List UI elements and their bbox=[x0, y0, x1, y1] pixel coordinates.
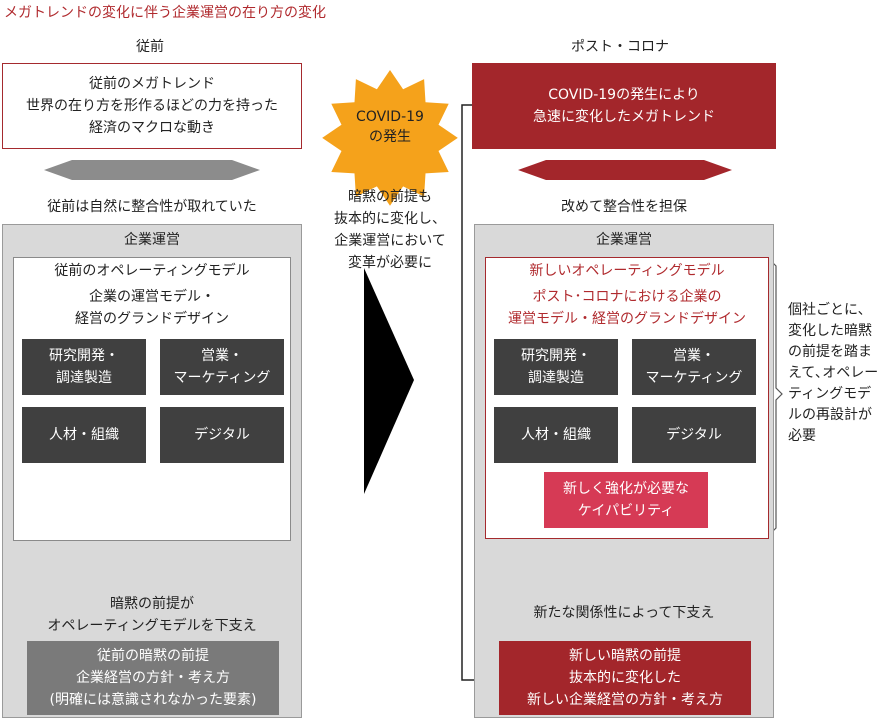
premise-line: 企業経営の方針・考え方 bbox=[76, 670, 230, 686]
right-consistency-text: 改めて整合性を担保 bbox=[561, 199, 687, 215]
tile-digital: デジタル bbox=[632, 407, 756, 463]
right-operations-panel: 企業運営 新しいオペレーティングモデル ポスト･コロナにおける企業の 運営モデル… bbox=[474, 224, 774, 718]
tile-line: デジタル bbox=[666, 427, 722, 443]
diagram-title: メガトレンドの変化に伴う企業運営の在り方の変化 bbox=[4, 5, 326, 21]
tile-line: 営業・ bbox=[673, 348, 715, 364]
side-note-line: 変化した暗黙 bbox=[788, 323, 872, 339]
op-model-title: 新しいオペレーティングモデル bbox=[529, 263, 725, 279]
megatrend-line: 急速に変化したメガトレンド bbox=[533, 109, 715, 125]
side-note-line: 個社ごとに、 bbox=[788, 302, 872, 318]
tile-line: 人材・組織 bbox=[49, 427, 119, 443]
tile-line: 調達製造 bbox=[56, 370, 112, 386]
capability-line: ケイパビリティ bbox=[577, 503, 675, 519]
side-note-line: えて､オペレー bbox=[788, 365, 879, 381]
tile-rnd: 研究開発・ 調達製造 bbox=[22, 339, 146, 395]
op-model-line: 経営のグランドデザイン bbox=[75, 311, 229, 327]
support-line: 暗黙の前提が bbox=[110, 596, 194, 612]
premise-line: (明確には意識されなかった要素) bbox=[49, 692, 257, 708]
left-megatrend-box: 従前のメガトレンド 世界の在り方を形作るほどの力を持った 経済のマクロな動き bbox=[2, 63, 302, 149]
side-note-bracket bbox=[767, 257, 783, 537]
covid-label: COVID-19 の発生 bbox=[340, 104, 440, 150]
right-heading: ポスト・コロナ bbox=[571, 39, 669, 55]
tile-hr: 人材・組織 bbox=[22, 407, 146, 463]
left-premise-box: 従前の暗黙の前提 企業経営の方針・考え方 (明確には意識されなかった要素) bbox=[27, 641, 279, 715]
premise-line: 従前の暗黙の前提 bbox=[97, 648, 209, 664]
covid-starburst bbox=[322, 70, 458, 206]
tile-line: 研究開発・ bbox=[521, 348, 591, 364]
megatrend-line: 従前のメガトレンド bbox=[89, 76, 215, 92]
left-support-text: 暗黙の前提が オペレーティングモデルを下支え bbox=[3, 593, 301, 637]
left-consistency-arrow bbox=[44, 160, 260, 180]
op-model-text: 従前のオペレーティングモデル 企業の運営モデル・ 経営のグランドデザイン bbox=[14, 260, 290, 330]
capability-line: 新しく強化が必要な bbox=[563, 481, 689, 497]
transition-arrow bbox=[364, 268, 414, 494]
megatrend-line: 世界の在り方を形作るほどの力を持った bbox=[26, 98, 278, 114]
left-consistency-text: 従前は自然に整合性が取れていた bbox=[47, 199, 257, 215]
right-premise-box: 新しい暗黙の前提 抜本的に変化した 新しい企業経営の方針・考え方 bbox=[499, 641, 751, 715]
covid-line: COVID-19 bbox=[356, 109, 424, 125]
op-model-text: 新しいオペレーティングモデル ポスト･コロナにおける企業の 運営モデル・経営のグ… bbox=[486, 260, 768, 330]
op-model-line: 企業の運営モデル・ bbox=[89, 289, 215, 305]
premise-line: 新しい暗黙の前提 bbox=[569, 648, 681, 664]
right-megatrend-box: COVID-19の発生により 急速に変化したメガトレンド bbox=[472, 63, 776, 149]
left-operations-panel: 企業運営 従前のオペレーティングモデル 企業の運営モデル・ 経営のグランドデザイ… bbox=[2, 224, 302, 718]
op-model-line: ポスト･コロナにおける企業の bbox=[532, 289, 722, 305]
tile-digital: デジタル bbox=[160, 407, 284, 463]
op-model-title: 従前のオペレーティングモデル bbox=[54, 263, 250, 279]
premise-line: 抜本的に変化した bbox=[569, 670, 681, 686]
tile-sales: 営業・ マーケティング bbox=[160, 339, 284, 395]
panel-label: 企業運営 bbox=[124, 232, 180, 248]
side-note: 個社ごとに、 変化した暗黙 の前提を踏ま えて､オペレー ティングモデ ルの再設… bbox=[788, 300, 883, 447]
megatrend-line: COVID-19の発生により bbox=[548, 87, 700, 103]
tile-line: マーケティング bbox=[645, 370, 743, 386]
change-line: 暗黙の前提も bbox=[348, 189, 432, 205]
capability-tile: 新しく強化が必要な ケイパビリティ bbox=[544, 472, 708, 528]
support-line: オペレーティングモデルを下支え bbox=[47, 618, 257, 634]
tile-line: マーケティング bbox=[173, 370, 271, 386]
right-consistency-arrow bbox=[518, 160, 732, 180]
panel-label: 企業運営 bbox=[596, 232, 652, 248]
covid-line: の発生 bbox=[369, 129, 411, 145]
side-note-line: ルの再設計が bbox=[788, 407, 872, 423]
change-line: 変革が必要に bbox=[348, 255, 432, 271]
megatrend-line: 経済のマクロな動き bbox=[89, 120, 215, 136]
premise-line: 新しい企業経営の方針・考え方 bbox=[527, 692, 723, 708]
tile-sales: 営業・ マーケティング bbox=[632, 339, 756, 395]
tile-line: デジタル bbox=[194, 427, 250, 443]
right-op-model-box: 新しいオペレーティングモデル ポスト･コロナにおける企業の 運営モデル・経営のグ… bbox=[485, 257, 769, 539]
left-op-model-box: 従前のオペレーティングモデル 企業の運営モデル・ 経営のグランドデザイン 研究開… bbox=[13, 257, 291, 541]
side-note-line: 必要 bbox=[788, 428, 816, 444]
tile-line: 調達製造 bbox=[528, 370, 584, 386]
tile-line: 人材・組織 bbox=[521, 427, 591, 443]
op-model-line: 運営モデル・経営のグランドデザイン bbox=[508, 311, 746, 327]
change-line: 抜本的に変化し、 bbox=[334, 211, 446, 227]
change-line: 企業運営において bbox=[334, 233, 446, 249]
change-text: 暗黙の前提も 抜本的に変化し、 企業運営において 変革が必要に bbox=[318, 186, 462, 274]
tile-line: 研究開発・ bbox=[49, 348, 119, 364]
left-heading: 従前 bbox=[136, 39, 164, 55]
right-support-text: 新たな関係性によって下支え bbox=[533, 605, 715, 621]
side-note-line: ティングモデ bbox=[788, 386, 872, 402]
side-note-line: の前提を踏ま bbox=[788, 344, 872, 360]
tile-hr: 人材・組織 bbox=[494, 407, 618, 463]
tile-rnd: 研究開発・ 調達製造 bbox=[494, 339, 618, 395]
tile-line: 営業・ bbox=[201, 348, 243, 364]
